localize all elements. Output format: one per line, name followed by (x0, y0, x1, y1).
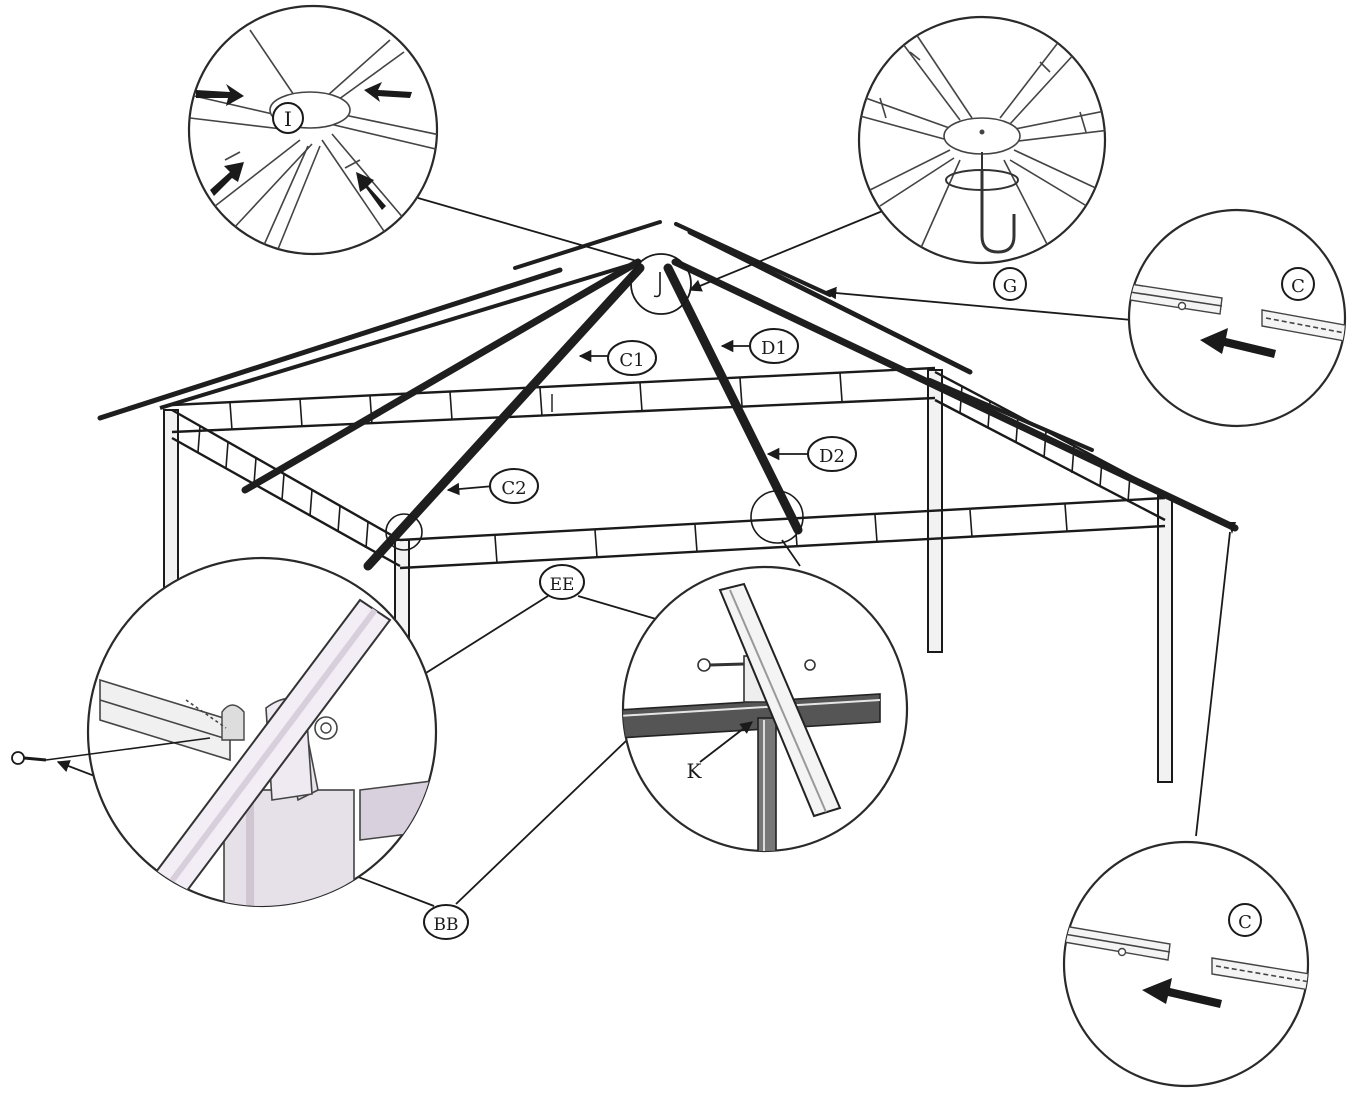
label-ee: EE (550, 575, 575, 595)
arrow-icon (196, 84, 244, 106)
arrow-icon (356, 172, 386, 210)
arrow-icon (210, 162, 244, 196)
label-k: K (687, 759, 703, 783)
arrow-icon (364, 82, 412, 102)
rafter-c2 (363, 263, 645, 571)
arrow-icon (1142, 978, 1222, 1008)
label-c-top: C (1291, 276, 1305, 297)
label-bb: BB (434, 915, 459, 935)
label-bb-bubble: BB (423, 904, 469, 940)
joint-front-mid-highlight (750, 490, 804, 544)
detail-mid-k-connection: K (621, 565, 909, 853)
detail-c-bottom-tube-joint: C (1062, 840, 1310, 1088)
roof-hub-highlight (630, 253, 692, 315)
rafter-c1 (241, 258, 642, 494)
rafter-right (671, 258, 1239, 532)
detail-i-roof-hub-connection: I (187, 4, 439, 256)
beam-left (171, 408, 401, 568)
label-d1-bubble: D1 (749, 328, 799, 364)
part-labels: C1 D1 C2 D2 EE BB (423, 328, 857, 940)
label-i: I (284, 107, 292, 131)
label-ee-bubble: EE (539, 564, 585, 600)
roof-eaves (97, 220, 1094, 452)
detail-left-rafter-bolt-joint (11, 556, 438, 908)
label-d1: D1 (761, 338, 787, 359)
beam-front (399, 496, 1166, 570)
leg-front-right (1157, 495, 1173, 783)
label-d2-bubble: D2 (807, 436, 857, 472)
beam-back (171, 366, 936, 434)
arrow-icon (1200, 328, 1276, 358)
label-d2: D2 (819, 446, 845, 467)
roof-rafters (159, 258, 1239, 571)
detail-g-hub-hook (857, 15, 1107, 265)
label-c-bottom: C (1238, 912, 1252, 933)
label-c1: C1 (619, 350, 644, 371)
joint-front-left-highlight (385, 513, 423, 551)
label-c2: C2 (501, 478, 526, 499)
pin-bb-icon (11, 751, 25, 765)
label-g: G (1003, 276, 1017, 297)
gazebo-frame (97, 220, 1239, 783)
label-c2-bubble: C2 (489, 468, 539, 504)
rafter-d2 (663, 263, 803, 535)
beam-right (934, 370, 1166, 522)
detail-c-top-tube-joint: C (1127, 208, 1347, 428)
eave-tip-right (1228, 522, 1236, 534)
label-c1-bubble: C1 (607, 340, 657, 376)
hub-hook-icon (653, 272, 661, 298)
